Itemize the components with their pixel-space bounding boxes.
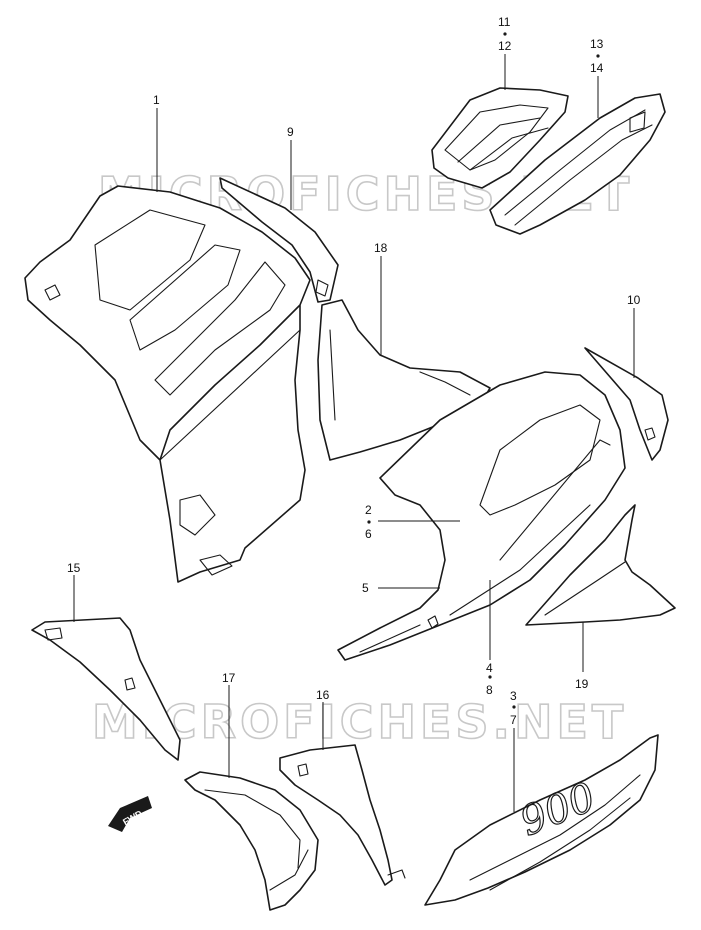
- part-3-7-lower-fairing: 900: [424, 734, 659, 906]
- callout-9: 9: [287, 125, 294, 139]
- callout-5: 5: [362, 581, 369, 595]
- part-1-upper-cowling: [24, 185, 311, 583]
- part-17-front-cover: [184, 771, 319, 911]
- callout-15: 15: [67, 561, 81, 575]
- part-2-6-side-cowling: [337, 371, 626, 661]
- part-16-center-cover: [279, 744, 406, 886]
- callout-10: 10: [627, 293, 641, 307]
- part-13-14-long-grille: [489, 93, 666, 235]
- callout-1: 1: [153, 93, 160, 107]
- callout-2: 2: [365, 503, 372, 517]
- callout-6: 6: [365, 527, 372, 541]
- callout-8: 8: [486, 683, 493, 697]
- part-19-lower-piece: [525, 504, 676, 626]
- part-11-12-grille: [431, 87, 569, 189]
- callout-13: 13: [590, 37, 604, 51]
- callout-18: 18: [374, 241, 388, 255]
- callout-4: 4: [486, 661, 493, 675]
- callout-11: 11: [498, 15, 511, 29]
- callout-17: 17: [222, 671, 236, 685]
- callout-19: 19: [575, 677, 589, 691]
- part-9-trim-strip: [219, 177, 339, 303]
- callout-3: 3: [510, 689, 517, 703]
- callout-16: 16: [316, 688, 330, 702]
- part-15-lower-left-panel: [31, 617, 181, 761]
- callout-7: 7: [510, 713, 517, 727]
- part-10-bracket: [584, 347, 669, 461]
- leader-lines: [73, 32, 635, 812]
- callout-labels: 1 9 11 12 13 14 18 10 2 6 5 4 8 19 15 17…: [67, 15, 641, 727]
- callout-12: 12: [498, 39, 512, 53]
- fwd-arrow: FWD: [108, 796, 152, 832]
- callout-14: 14: [590, 61, 604, 75]
